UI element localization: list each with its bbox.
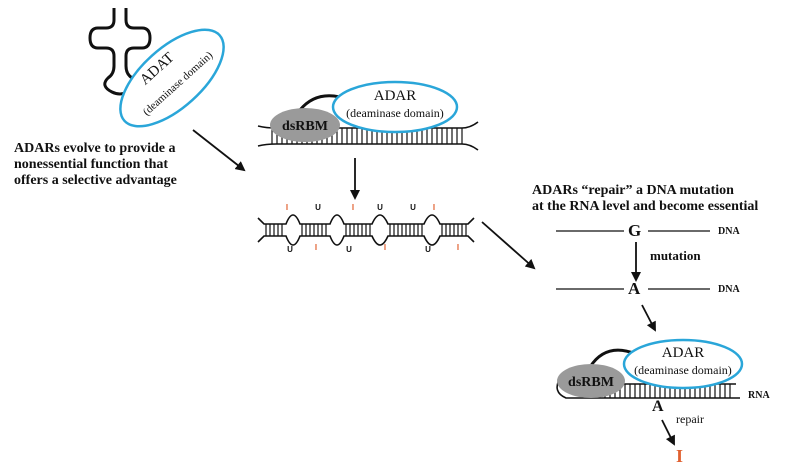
uridine-mark: U [410,203,416,212]
arrow-repair [661,419,675,446]
inosine-mark: I [433,203,435,212]
inosine-mark: I [352,203,354,212]
dna-g-base: G [628,221,642,240]
bottom-adar-domain: (deaminase domain) [634,363,732,377]
arrow-to-repair [481,221,536,270]
dna-a-base: A [628,279,641,298]
rna-label: RNA [748,390,770,401]
arrow-to-bottom-adar [641,304,656,332]
right-caption-line-1: ADARs “repair” a DNA mutation [532,183,734,198]
inosine-mark: I [315,243,317,252]
dna-g-label: DNA [718,226,740,237]
uridine-mark: U [287,245,293,254]
inosine-mark: I [286,203,288,212]
arrow-adat-to-adar [192,129,246,172]
inosine-mark: I [457,243,459,252]
uridine-mark: U [346,245,352,254]
right-caption: ADARs “repair” a DNA mutation at the RNA… [532,183,758,215]
bottom-dsrbm-label: dsRBM [568,375,614,390]
top-adar-domain: (deaminase domain) [346,106,444,120]
left-caption-line-2: nonessential function that [14,157,169,172]
left-caption-line-3: offers a selective advantage [14,173,177,188]
uridine-mark: U [315,203,321,212]
dna-a-label: DNA [718,284,740,295]
top-adar-name: ADAR [374,88,417,104]
top-adar-ellipse [331,80,459,134]
bottom-adar-ellipse [622,338,744,390]
mutation-label: mutation [650,248,701,263]
repair-label: repair [676,412,704,426]
trna-cloverleaf [88,8,152,96]
uridine-mark: U [425,245,431,254]
uridine-mark: U [377,203,383,212]
top-dsrbm-domain [270,108,340,142]
left-caption: ADARs evolve to provide a nonessential f… [14,141,177,189]
uridine-marks: U U U U U U [287,203,431,254]
edited-dsrna [257,214,475,246]
bottom-dsrbm-domain [557,364,625,398]
inosine-result: I [676,446,684,466]
inosine-mark: I [384,243,386,252]
bottom-adar-name: ADAR [662,345,705,361]
left-caption-line-1: ADARs evolve to provide a [14,141,176,156]
bottom-a-base: A [652,398,664,415]
top-dsrbm-label: dsRBM [282,119,328,134]
right-caption-line-2: at the RNA level and become essential [532,199,759,214]
inosine-marks: I I I I I I [286,203,459,252]
adat-ellipse [119,28,225,128]
